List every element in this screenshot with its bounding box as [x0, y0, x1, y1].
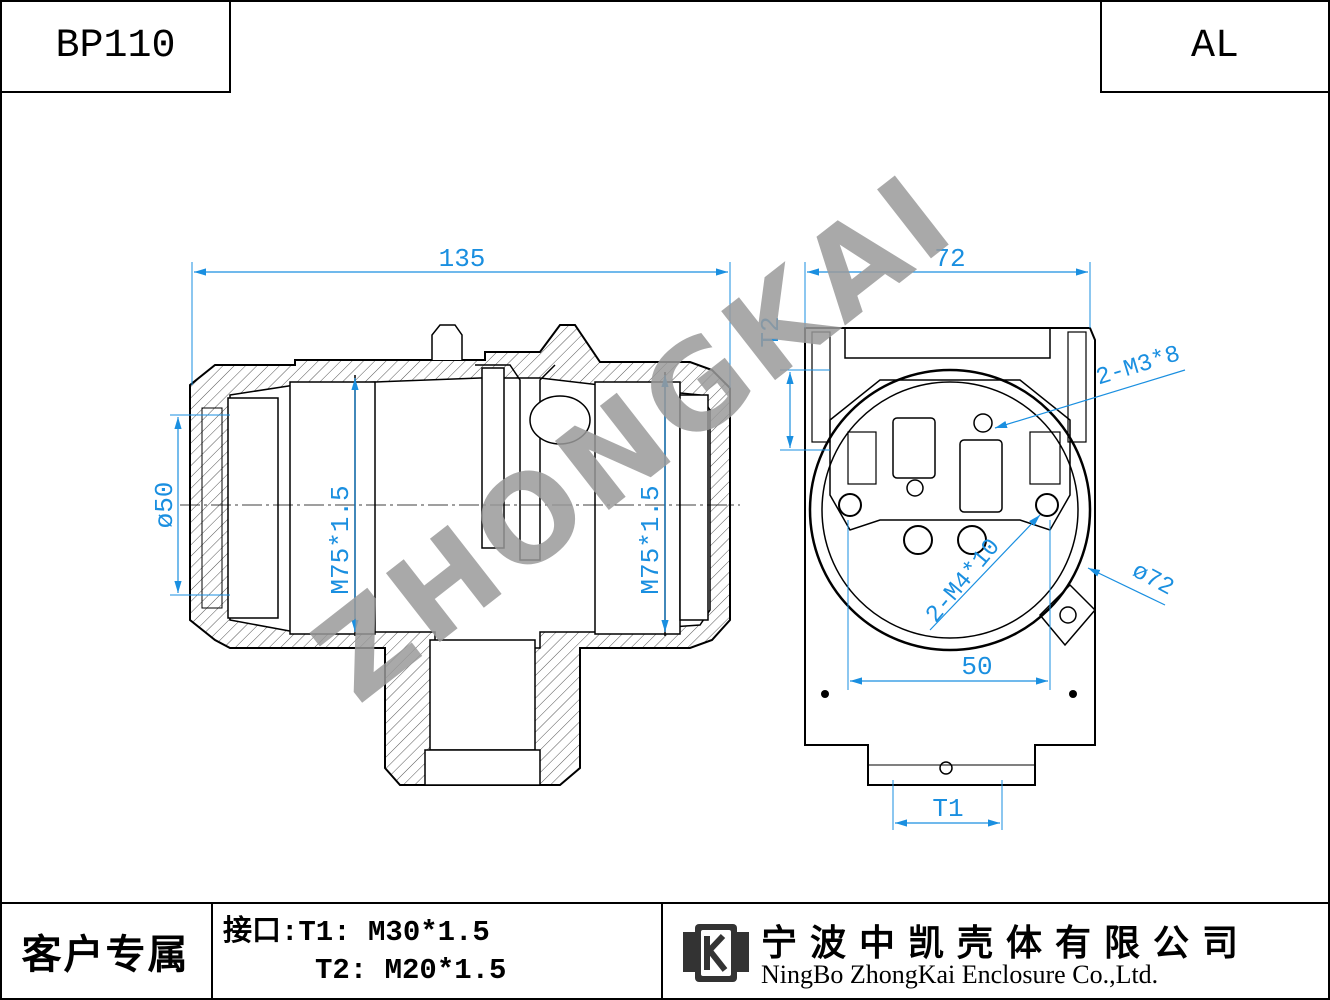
footer-bar: [0, 902, 1330, 1000]
material-box: AL: [1100, 0, 1330, 93]
screw-hole-left: [838, 493, 862, 517]
model-label: BP110: [55, 24, 176, 69]
oblique-port: [529, 395, 591, 445]
ground-lug-hole: [1059, 606, 1077, 624]
leader-o72: [1087, 567, 1166, 606]
front-inner-ring: [821, 381, 1079, 639]
screw-hole-top: [973, 413, 993, 433]
dim-135-text: 135: [439, 244, 486, 274]
dim-72-text: 72: [934, 244, 965, 274]
ground-lug: [1038, 583, 1097, 647]
interface-line-1: 接口:T1: M30*1.5: [223, 916, 490, 949]
mount-hole-tab: [939, 761, 953, 775]
leader-m4: [929, 514, 1041, 631]
terminal-slot-right: [1029, 431, 1061, 485]
center-partition: [475, 364, 556, 561]
mount-hole-bottom-right: [1069, 690, 1077, 698]
dim-t2-text: T2: [756, 316, 786, 347]
terminal-slot-left: [847, 431, 877, 485]
front-right-lug: [1067, 331, 1087, 443]
left-cap: [227, 397, 279, 619]
interface-line-2: T2: M20*1.5: [315, 954, 507, 987]
customer-label: 客户专属: [21, 932, 190, 978]
center-pin: [481, 367, 505, 549]
front-outer-ring: [808, 368, 1092, 652]
material-label: AL: [1190, 24, 1239, 69]
screw-hole-center: [906, 479, 924, 497]
interface-cell: 接口:T1: M30*1.5 T2: M20*1.5: [213, 902, 663, 1000]
model-box: BP110: [0, 0, 231, 93]
customer-cell: 客户专属: [0, 902, 213, 1000]
neck-thread: [424, 749, 541, 786]
company-name-en: NingBo ZhongKai Enclosure Co.,Ltd.: [761, 960, 1159, 989]
mount-hole-bottom-left: [821, 690, 829, 698]
front-top-rib: [844, 327, 1051, 359]
dim-50-front-text: 50: [961, 652, 992, 682]
front-left-lug: [811, 331, 831, 443]
company-cell: 宁波中凯壳体有限公司 NingBo ZhongKai Enclosure Co.…: [663, 902, 1330, 1000]
thread-right-text: M75*1.5: [636, 485, 666, 594]
top-mount-tab: [431, 324, 463, 360]
left-knurl: [201, 407, 223, 609]
side-section-view: [180, 324, 740, 786]
company-logo-icon: [683, 924, 749, 982]
leader-m3: [994, 369, 1186, 429]
right-cap: [679, 394, 709, 621]
neck-bore: [429, 639, 536, 751]
screw-hole-right: [1035, 493, 1059, 517]
boss-right: [957, 525, 987, 555]
dim-o50-text: ø50: [150, 482, 180, 529]
thread-left-text: M75*1.5: [326, 485, 356, 594]
dia-72-text: ø72: [1127, 558, 1178, 602]
company-name-cn: 宁波中凯壳体有限公司: [761, 923, 1252, 964]
dim-t1-text: T1: [932, 794, 963, 824]
boss-left: [903, 525, 933, 555]
front-inner-plate: [829, 379, 1071, 531]
terminal-block-left: [892, 417, 936, 479]
terminal-block-center: [959, 439, 1003, 513]
left-bore: [289, 381, 376, 635]
side-dimensions: 135 ø50 M75*1.5 M75*1.5: [150, 244, 731, 632]
front-view: [804, 327, 1097, 786]
